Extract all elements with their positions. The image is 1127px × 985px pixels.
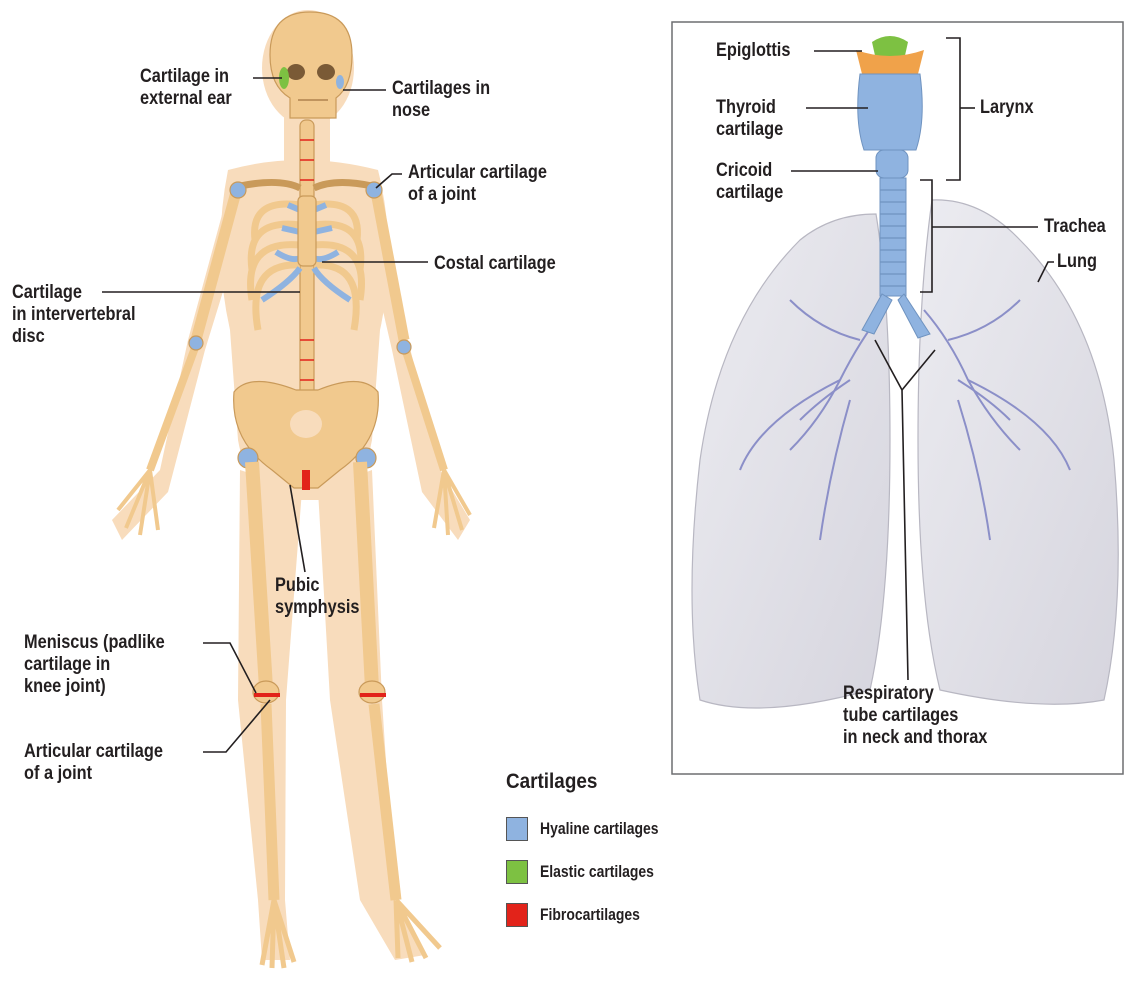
label-epiglottis: Epiglottis xyxy=(716,40,790,62)
legend-item-fibro: Fibrocartilages xyxy=(506,902,662,928)
label-articular-cartilage-shoulder: Articular cartilage of a joint xyxy=(408,162,547,206)
legend-item-elastic: Elastic cartilages xyxy=(506,859,679,885)
label-respiratory-tube-cartilages: Respiratory tube cartilages in neck and … xyxy=(843,683,987,749)
swatch-fibro xyxy=(506,903,528,927)
label-cartilages-nose: Cartilages in nose xyxy=(392,78,490,122)
label-lung: Lung xyxy=(1057,251,1097,273)
legend-label-hyaline: Hyaline cartilages xyxy=(540,819,659,839)
legend-title: Cartilages xyxy=(506,770,597,794)
label-intervertebral-disc: Cartilage in intervertebral disc xyxy=(12,282,136,348)
label-cricoid-cartilage: Cricoid cartilage xyxy=(716,160,783,204)
legend-item-hyaline: Hyaline cartilages xyxy=(506,816,685,842)
label-cartilage-external-ear: Cartilage in external ear xyxy=(140,66,232,110)
label-articular-cartilage-knee: Articular cartilage of a joint xyxy=(24,741,163,785)
label-thyroid-cartilage: Thyroid cartilage xyxy=(716,97,783,141)
swatch-hyaline xyxy=(506,817,528,841)
legend-label-fibro: Fibrocartilages xyxy=(540,905,640,925)
swatch-elastic xyxy=(506,860,528,884)
label-trachea: Trachea xyxy=(1044,216,1106,238)
label-larynx: Larynx xyxy=(980,97,1034,119)
legend-label-elastic: Elastic cartilages xyxy=(540,862,654,882)
label-meniscus: Meniscus (padlike cartilage in knee join… xyxy=(24,632,165,698)
label-costal-cartilage: Costal cartilage xyxy=(434,253,556,275)
label-pubic-symphysis: Pubic symphysis xyxy=(275,575,359,619)
